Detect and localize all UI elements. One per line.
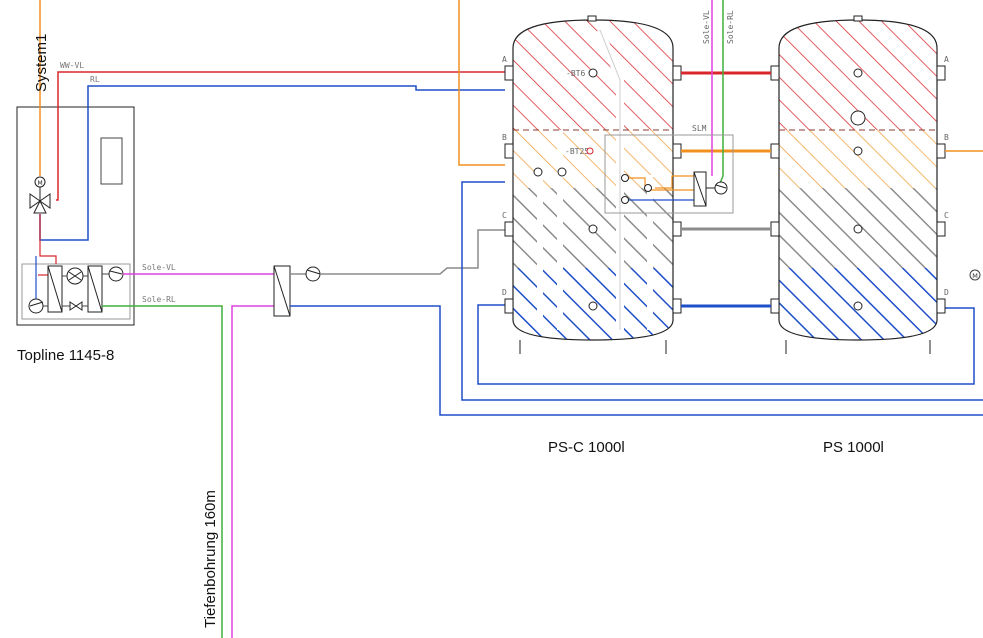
hp-heating-pump-icon bbox=[28, 298, 44, 314]
intermediate-heat-exchanger bbox=[273, 265, 291, 317]
sole-rl-top-label: Sole-RL bbox=[726, 10, 735, 44]
tank1-port-d: D bbox=[502, 288, 507, 297]
tank1-port-a: A bbox=[502, 55, 507, 64]
sole-vl-top-label: Sole-VL bbox=[702, 10, 711, 44]
tank-ps-ports: A B C D bbox=[770, 55, 949, 314]
heat-pump-unit bbox=[16, 106, 135, 326]
intermediate-pump-icon bbox=[305, 266, 321, 282]
system1-label: System1 bbox=[33, 34, 50, 92]
ww-vl-label: WW-VL bbox=[60, 61, 84, 70]
compressor-icon bbox=[66, 267, 84, 285]
tank1-port-c: C bbox=[502, 211, 507, 220]
slm-module: SLM bbox=[604, 124, 734, 214]
borehole-label: Tiefenbohrung 160m bbox=[202, 490, 219, 628]
motor-symbol-label: M bbox=[972, 272, 978, 280]
sole-rl-pipe bbox=[102, 305, 223, 638]
valve-motor-label: M bbox=[38, 180, 43, 187]
slm-pump-icon bbox=[714, 181, 728, 195]
tank2-port-b: B bbox=[944, 133, 949, 142]
tank2-port-c: C bbox=[944, 211, 949, 220]
tank2-label: PS 1000l bbox=[823, 439, 884, 456]
tank-ps bbox=[778, 15, 938, 354]
motor-symbol-icon: M bbox=[969, 269, 981, 281]
sensor-bt25-label: -BT25 bbox=[565, 147, 589, 156]
tank-ps-c-ports: A B C D bbox=[502, 55, 682, 314]
sole-rl-label: Sole-RL bbox=[142, 295, 176, 304]
tank1-label: PS-C 1000l bbox=[548, 439, 625, 456]
three-way-valve-icon: M bbox=[29, 176, 51, 214]
gray-circuit-pipe bbox=[320, 229, 505, 275]
slm-label: SLM bbox=[692, 124, 707, 133]
internal-hex-right bbox=[87, 265, 103, 313]
internal-hex-left bbox=[47, 265, 63, 313]
blue-loop-inner bbox=[477, 304, 975, 385]
tank2-port-d: D bbox=[944, 288, 949, 297]
tank-ps-c: -BT6 -BT25 bbox=[512, 15, 674, 354]
ww-vl-pipe bbox=[56, 71, 505, 201]
blue-loop-outer bbox=[461, 181, 983, 401]
return-blue-pipe bbox=[290, 305, 983, 416]
orange-supply-pipe bbox=[458, 0, 505, 166]
sensor-bt6-label: -BT6 bbox=[566, 69, 585, 78]
expansion-valve-icon bbox=[69, 301, 83, 311]
tank1-port-b: B bbox=[502, 133, 507, 142]
sole-vl-label: Sole-VL bbox=[142, 263, 176, 272]
heat-pump-label: Topline 1145-8 bbox=[17, 347, 114, 364]
sole-rl-top-pipe bbox=[719, 0, 724, 184]
rl-pipe bbox=[39, 85, 505, 241]
tank2-port-a: A bbox=[944, 55, 949, 64]
hp-brine-pump-icon bbox=[108, 266, 124, 282]
rl-label: RL bbox=[90, 75, 100, 84]
